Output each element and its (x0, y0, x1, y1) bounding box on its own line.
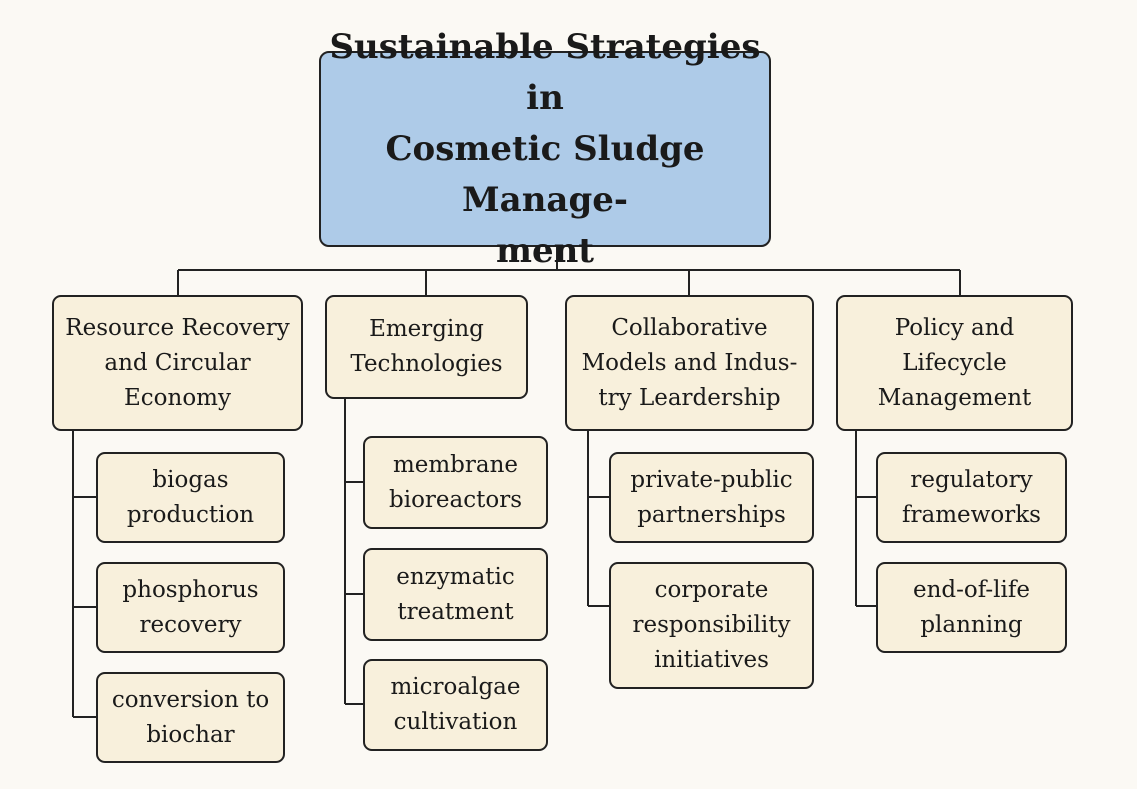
child-node: end-of-life planning (876, 562, 1067, 653)
child-node: microalgae cultivation (363, 659, 548, 751)
child-node: enzymatic treatment (363, 548, 548, 641)
category-policy-lifecycle: Policy and Lifecycle Management (836, 295, 1073, 431)
category-resource-recovery: Resource Recovery and Circular Economy (52, 295, 303, 431)
child-node: biogas production (96, 452, 285, 543)
root-node: Sustainable Strategies in Cosmetic Sludg… (319, 27, 771, 271)
child-node: membrane bioreactors (363, 436, 548, 529)
child-node: phosphorus recovery (96, 562, 285, 653)
child-node: conversion to biochar (96, 672, 285, 763)
child-node: corporate responsibility initiatives (609, 562, 814, 689)
category-emerging-technologies: Emerging Technologies (325, 295, 528, 399)
child-node: private-public partnerships (609, 452, 814, 543)
child-node: regulatory frameworks (876, 452, 1067, 543)
category-collaborative-models: Collaborative Models and Indus- try Lear… (565, 295, 814, 431)
